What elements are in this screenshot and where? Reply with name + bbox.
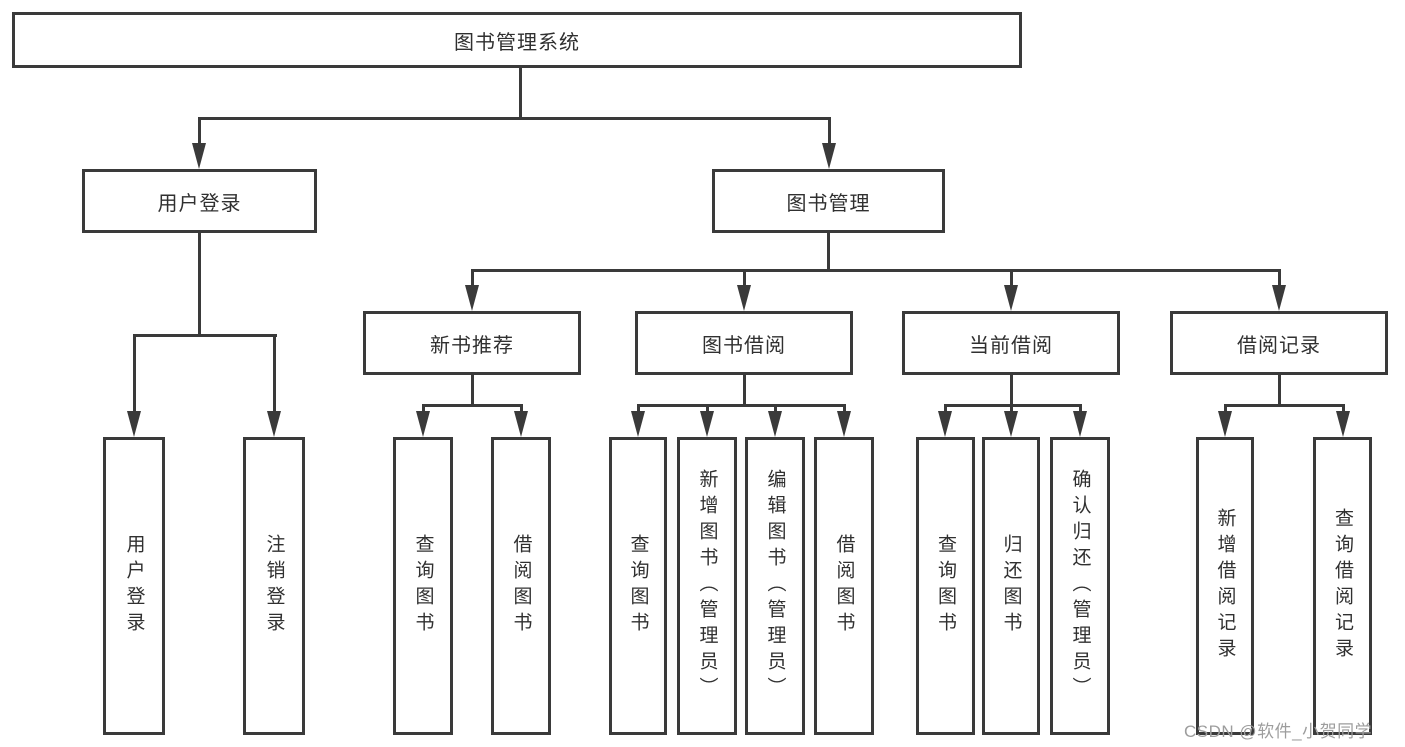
connector-line — [520, 404, 523, 413]
node-borrowing-records: 借阅记录 — [1170, 311, 1388, 375]
leaf-confirm-return-admin: 确认归还（管理员） — [1050, 437, 1110, 735]
leaf-add-borrow-record: 新增借阅记录 — [1196, 437, 1254, 735]
connector-line — [1010, 375, 1013, 407]
leaf-query-borrow-record: 查询借阅记录 — [1313, 437, 1372, 735]
connector-line — [774, 404, 777, 413]
leaf-current-query-books: 查询图书 — [916, 437, 975, 735]
node-user-login-branch: 用户登录 — [82, 169, 317, 233]
arrow-down-icon — [465, 285, 479, 311]
arrow-down-icon — [737, 285, 751, 311]
connector-line — [637, 404, 640, 413]
connector-line — [1010, 404, 1013, 413]
connector-line — [1224, 404, 1345, 407]
leaf-edit-books-admin: 编辑图书（管理员） — [745, 437, 805, 735]
node-new-book-recommendation: 新书推荐 — [363, 311, 581, 375]
leaf-borrow-books: 借阅图书 — [814, 437, 874, 735]
connector-line — [422, 404, 523, 407]
arrow-down-icon — [514, 411, 528, 437]
connector-line — [1342, 404, 1345, 413]
arrow-down-icon — [837, 411, 851, 437]
connector-line — [198, 233, 201, 337]
connector-line — [637, 404, 846, 407]
connector-line — [743, 269, 746, 287]
connector-line — [1278, 375, 1281, 407]
arrow-down-icon — [631, 411, 645, 437]
node-root-system: 图书管理系统 — [12, 12, 1022, 68]
connector-line — [828, 117, 831, 145]
arrow-down-icon — [267, 411, 281, 437]
arrow-down-icon — [1218, 411, 1232, 437]
connector-line — [519, 68, 522, 120]
connector-line — [1224, 404, 1227, 413]
connector-line — [133, 334, 277, 337]
connector-line — [471, 375, 474, 407]
arrow-down-icon — [1004, 285, 1018, 311]
leaf-recommend-query-books: 查询图书 — [393, 437, 453, 735]
node-book-borrowing: 图书借阅 — [635, 311, 853, 375]
connector-line — [843, 404, 846, 413]
arrow-down-icon — [416, 411, 430, 437]
connector-line — [827, 233, 830, 272]
leaf-add-books-admin: 新增图书（管理员） — [677, 437, 737, 735]
connector-line — [198, 117, 201, 145]
connector-line — [743, 375, 746, 407]
leaf-recommend-borrow-books: 借阅图书 — [491, 437, 551, 735]
leaf-borrow-query-books: 查询图书 — [609, 437, 667, 735]
arrow-down-icon — [1272, 285, 1286, 311]
connector-line — [944, 404, 947, 413]
arrow-down-icon — [768, 411, 782, 437]
arrow-down-icon — [938, 411, 952, 437]
arrow-down-icon — [822, 143, 836, 169]
connector-line — [1010, 269, 1013, 287]
connector-line — [422, 404, 425, 413]
connector-line — [1278, 269, 1281, 287]
node-current-borrowing: 当前借阅 — [902, 311, 1120, 375]
leaf-logout: 注销登录 — [243, 437, 305, 735]
leaf-user-login: 用户登录 — [103, 437, 165, 735]
connector-line — [471, 269, 1281, 272]
connector-line — [944, 404, 1082, 407]
arrow-down-icon — [1073, 411, 1087, 437]
node-book-management-branch: 图书管理 — [712, 169, 945, 233]
connector-line — [471, 269, 474, 287]
connector-line — [133, 334, 136, 411]
arrow-down-icon — [700, 411, 714, 437]
connector-line — [198, 117, 831, 120]
leaf-return-books: 归还图书 — [982, 437, 1040, 735]
arrow-down-icon — [1336, 411, 1350, 437]
connector-line — [273, 334, 276, 411]
connector-line — [706, 404, 709, 413]
arrow-down-icon — [127, 411, 141, 437]
arrow-down-icon — [1004, 411, 1018, 437]
arrow-down-icon — [192, 143, 206, 169]
watermark: CSDN @软件_小贺同学 — [1184, 722, 1373, 741]
connector-line — [1079, 404, 1082, 413]
